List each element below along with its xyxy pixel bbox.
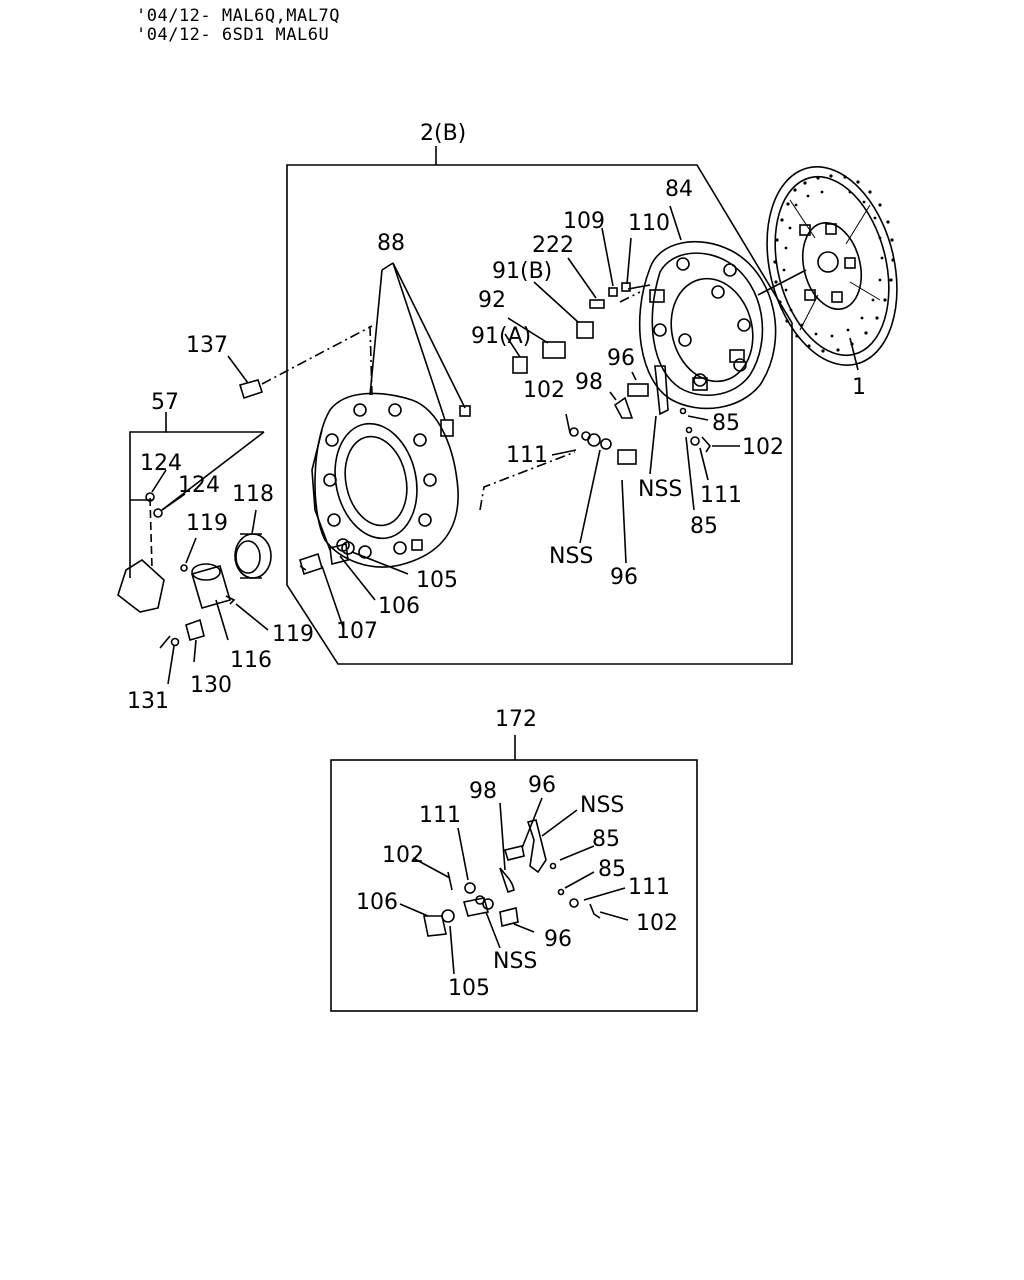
detail-callout-98: 98 (469, 779, 497, 804)
callout-102-left: 102 (523, 378, 565, 403)
callout-109: 109 (563, 209, 605, 234)
callout-98: 98 (575, 370, 603, 395)
detail-callout-96-upper: 96 (528, 773, 556, 798)
detail-callout-111-right: 111 (628, 875, 670, 900)
detail-callout-102-right: 102 (636, 911, 678, 936)
callout-92: 92 (478, 288, 506, 313)
callout-107: 107 (336, 619, 378, 644)
callout-119-lower: 119 (272, 622, 314, 647)
callout-110: 110 (628, 211, 670, 236)
model-line-1: '04/12- MAL6Q,MAL7Q (136, 6, 340, 26)
callout-137: 137 (186, 333, 228, 358)
detail-callout-96-lower: 96 (544, 927, 572, 952)
callout-116: 116 (230, 648, 272, 673)
callout-131: 131 (127, 689, 169, 714)
callout-labels: 2(B) 84 1 88 109 110 222 91(B) 92 91(A) … (127, 121, 866, 1001)
callout-105: 105 (416, 568, 458, 593)
assembly-2b-frame (286, 164, 793, 665)
detail-callout-106: 106 (356, 890, 398, 915)
callout-91a: 91(A) (471, 324, 531, 349)
callout-172: 172 (495, 707, 537, 732)
callout-nss-pivot: NSS (549, 544, 593, 569)
callout-96-lower: 96 (610, 565, 638, 590)
callout-85-lower: 85 (690, 514, 718, 539)
detail-callout-85-upper: 85 (592, 827, 620, 852)
callout-2b: 2(B) (420, 121, 466, 146)
callout-111-right: 111 (700, 483, 742, 508)
callout-111-left: 111 (506, 443, 548, 468)
detail-callout-85-lower: 85 (598, 857, 626, 882)
callout-119-upper: 119 (186, 511, 228, 536)
pressure-plate (638, 240, 777, 410)
callout-102-right: 102 (742, 435, 784, 460)
detail-callout-102-left: 102 (382, 843, 424, 868)
clutch-disc (766, 166, 898, 366)
detail-callout-105: 105 (448, 976, 490, 1001)
detail-callout-111-upper: 111 (419, 803, 461, 828)
callout-124-upper: 124 (140, 451, 182, 476)
model-line-2: '04/12- 6SD1 MAL6U (136, 25, 330, 45)
detail-callout-nss-upper: NSS (580, 793, 624, 818)
callout-222: 222 (532, 233, 574, 258)
detail-callout-nss-lower: NSS (493, 949, 537, 974)
callout-91b: 91(B) (492, 259, 552, 284)
callout-nss-lever: NSS (638, 477, 682, 502)
callout-118: 118 (232, 482, 274, 507)
assembly-172-frame (330, 759, 698, 1012)
callout-96-upper: 96 (607, 346, 635, 371)
callout-57: 57 (151, 390, 179, 415)
clutch-cover (311, 392, 471, 568)
callout-1: 1 (852, 375, 866, 400)
disc-facing-dots (773, 174, 895, 353)
callout-85-upper: 85 (712, 411, 740, 436)
callout-106: 106 (378, 594, 420, 619)
callout-130: 130 (190, 673, 232, 698)
callout-84: 84 (665, 177, 693, 202)
callout-88: 88 (377, 231, 405, 256)
callout-124-lower: 124 (178, 473, 220, 498)
